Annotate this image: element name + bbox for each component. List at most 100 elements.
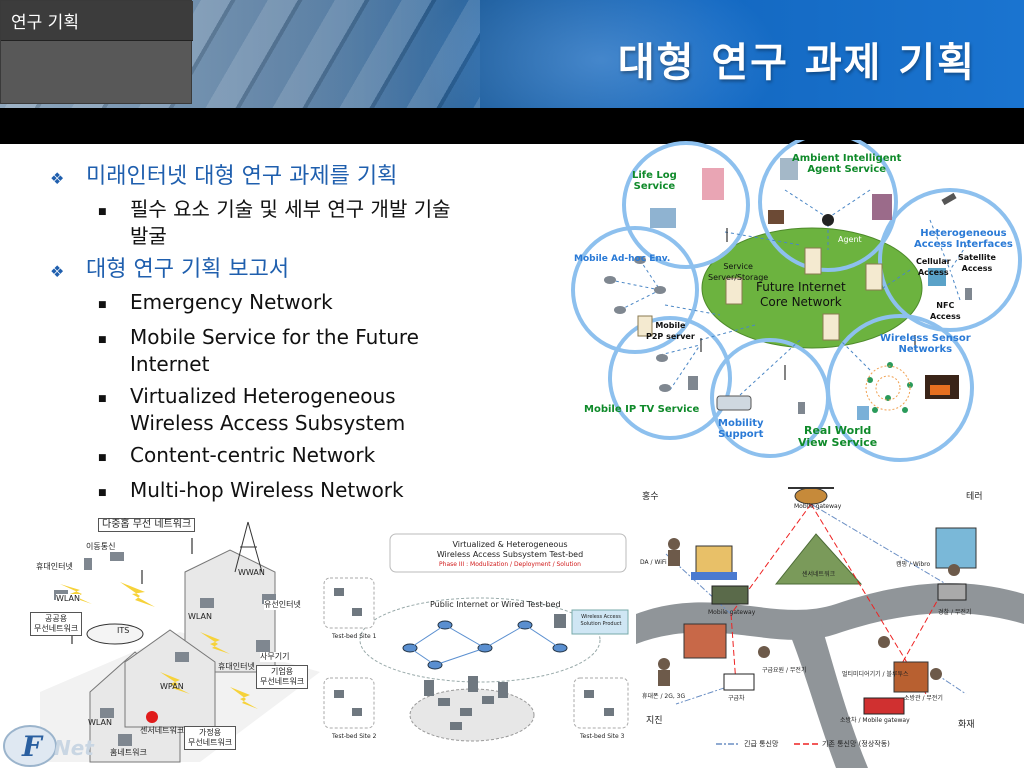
person-laptop-photo — [650, 208, 676, 228]
mobile-comm-label: 이동통신 — [86, 542, 115, 552]
gateway-truck-icon — [712, 586, 748, 604]
adhoc-label: Mobile Ad-hoc Env. — [574, 254, 670, 265]
terror-building — [936, 528, 976, 568]
testbed-figure: Virtualized & Heterogeneous Wireless Acc… — [320, 530, 632, 745]
multihop-title: 다중홉 무선 네트워크 — [98, 518, 195, 532]
collapsed-building — [684, 624, 726, 658]
flooded-house — [696, 546, 732, 574]
bullet-level2: ■ Mobile Service for the Future Internet — [98, 324, 490, 378]
sensor-node-icon — [146, 711, 158, 723]
satellite-icon — [941, 193, 956, 205]
bullet-level1: ❖ 대형 연구 기획 보고서 — [50, 255, 490, 287]
agent-label: Agent — [838, 234, 862, 245]
terror-label: 테러 — [966, 492, 983, 502]
life-log-circle — [624, 143, 748, 267]
phone-icon — [654, 286, 666, 294]
phone-icon — [614, 306, 626, 314]
bullet-level2: ■ Emergency Network — [98, 289, 490, 319]
bus-icon — [717, 396, 751, 410]
square-bullet-icon: ■ — [98, 289, 130, 319]
office-device-label: 사무기기 — [260, 652, 289, 662]
diamond-bullet-icon: ❖ — [50, 255, 86, 287]
sensor-net-label: 센서네트워크 — [140, 726, 184, 736]
pda-icon — [110, 552, 124, 561]
wwan-label: WWAN — [238, 568, 265, 578]
site-1-box — [324, 578, 374, 628]
square-bullet-icon: ■ — [98, 324, 130, 354]
svg-text:F: F — [21, 730, 44, 763]
site-2-box — [324, 678, 374, 728]
wired-internet-label: 유선인터넷 — [264, 600, 301, 610]
public-network-label: 공공용무선네트워크 — [30, 612, 82, 636]
laptop-icon — [100, 708, 114, 718]
bullet-text: Emergency Network — [130, 289, 333, 316]
bullet-list: ❖ 미래인터넷 대형 연구 과제를 기획 ■ 필수 요소 기술 및 세부 연구 … — [50, 162, 490, 512]
portable-internet-label: 휴대인터넷 — [36, 562, 73, 572]
bullet-level2: ■ Content-centric Network — [98, 442, 490, 472]
person-icon — [702, 168, 724, 200]
police-label: 경찰 / 무전기 — [938, 608, 971, 618]
ambulance-icon — [724, 674, 754, 690]
wlan-label: WLAN — [56, 594, 80, 604]
tv-icon — [688, 376, 698, 390]
fire-truck-label: 소방차 / Mobile gateway — [840, 716, 910, 726]
bullet-text: 대형 연구 기획 보고서 — [86, 255, 289, 285]
bullet-text: 미래인터넷 대형 연구 과제를 기획 — [86, 162, 397, 192]
agent-robot-icon — [822, 214, 834, 226]
truck-gateway-label: Mobile gateway — [708, 608, 755, 618]
section-label: 연구 기획 — [11, 8, 79, 33]
bullet-text: Virtualized Heterogeneous Wireless Acces… — [130, 383, 430, 437]
slide-title: 대형 연구 과제 기획 — [618, 30, 976, 88]
server-icon — [805, 248, 821, 274]
wlan-office-label: WLAN — [188, 612, 212, 622]
slide-header: 연구 기획 대형 연구 과제 기획 — [0, 0, 1024, 108]
bullet-level2: ■ Virtualized Heterogeneous Wireless Acc… — [98, 383, 490, 437]
person-icon — [768, 210, 784, 224]
cdma-wifi-label: DA / WiFi — [640, 558, 667, 568]
person-icon — [872, 194, 892, 220]
bullet-text: Multi-hop Wireless Network — [130, 477, 404, 504]
bullet-text: Content-centric Network — [130, 442, 375, 469]
phone-icon — [965, 288, 972, 300]
phone-icon — [659, 384, 671, 392]
ambulance-label: 구급차 — [728, 694, 745, 704]
diamond-bullet-icon: ❖ — [50, 162, 86, 194]
site-2-label: Test-bed Site 2 — [332, 732, 376, 742]
emergency-network-figure: 홍수 테러 Mobile gateway DA / WiFi Mobile ga… — [636, 474, 1024, 768]
sensor-net-label: 센서네트워크 — [802, 570, 835, 580]
portable-label: 휴대폰 / 2G, 3G — [642, 692, 685, 702]
section-tab: 연구 기획 — [0, 0, 192, 104]
legend-emergency-label: 긴급 통신망 — [744, 739, 778, 749]
wibro-label: 캠핑 / Wibro — [896, 560, 930, 570]
iptv-label: Mobile IP TV Service — [584, 404, 699, 415]
square-bullet-icon: ■ — [98, 477, 130, 507]
mobility-label: MobilitySupport — [718, 418, 764, 440]
square-bullet-icon: ■ — [98, 196, 130, 226]
laptop-icon — [200, 598, 214, 608]
square-bullet-icon: ■ — [98, 383, 130, 413]
server-icon — [866, 264, 882, 290]
future-internet-diagram: Life LogService Ambient IntelligentAgent… — [570, 140, 1024, 470]
bullet-text: 필수 요소 기술 및 세부 연구 개발 기술 발굴 — [130, 196, 470, 250]
emergency-radio-label: 구급요원 / 무전기 — [762, 666, 806, 676]
cloud-label: Public Internet or Wired Test-bed — [430, 600, 561, 610]
fnet-logo: F Net — [0, 718, 130, 768]
sensor-device-icon — [857, 406, 869, 420]
flood-label: 홍수 — [642, 492, 659, 502]
earthquake-label: 지진 — [646, 716, 663, 726]
phone-icon — [84, 558, 92, 570]
legend-existing-label: 기존 통신망 (정상작동) — [822, 739, 890, 749]
phone-icon — [656, 354, 668, 362]
car-icon — [87, 624, 143, 644]
logo-text: Net — [54, 736, 94, 760]
testbed-title: Virtualized & Heterogeneous Wireless Acc… — [420, 540, 600, 570]
